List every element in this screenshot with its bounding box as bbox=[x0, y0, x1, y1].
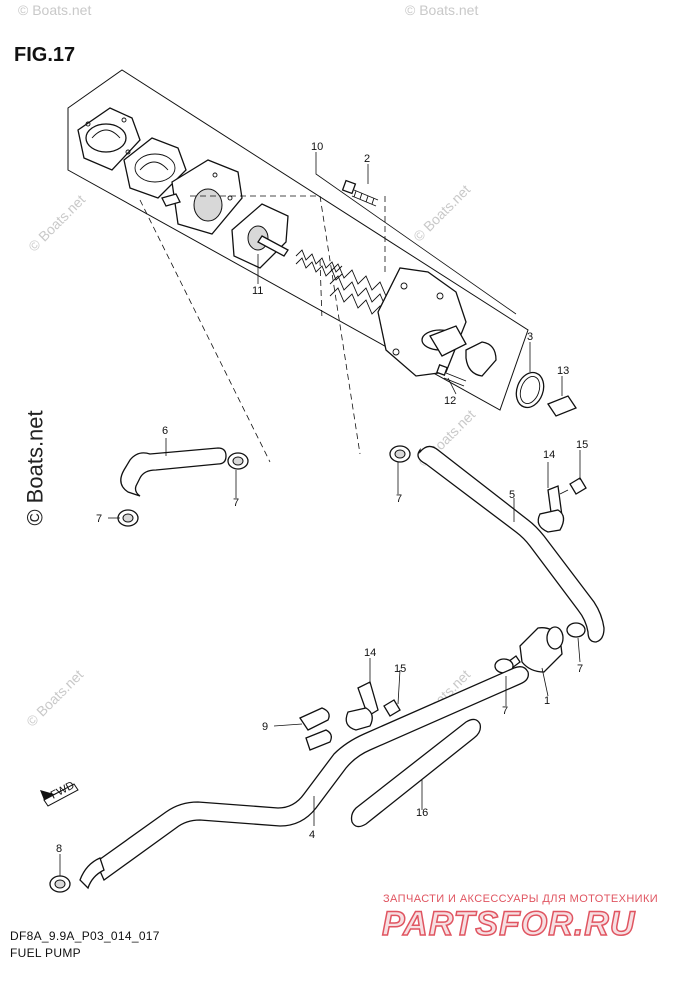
pump-body-part bbox=[161, 159, 243, 235]
callout-11: 11 bbox=[252, 285, 263, 297]
clamp-part-7b bbox=[117, 509, 139, 527]
pump-assembly-frame bbox=[67, 69, 529, 411]
small-spring-part bbox=[295, 249, 343, 281]
callout-7-d: 7 bbox=[577, 663, 583, 675]
callout-1: 1 bbox=[544, 695, 550, 707]
callout-14-a: 14 bbox=[543, 449, 555, 461]
valve-plate-part bbox=[231, 203, 289, 269]
watermark-top-right: © Boats.net bbox=[405, 2, 479, 18]
bolt-part-15b bbox=[383, 699, 401, 717]
callout-10: 10 bbox=[311, 141, 323, 153]
callout-7-a: 7 bbox=[233, 497, 239, 509]
clip-part-9 bbox=[299, 707, 332, 751]
hose-part-4 bbox=[95, 666, 529, 881]
figure-code: DF8A_9.9A_P03_014_017 bbox=[10, 929, 160, 943]
gasket-part bbox=[123, 137, 187, 199]
clamp-part-7d bbox=[566, 622, 586, 638]
figure-title: FIG.17 bbox=[14, 44, 76, 66]
callout-13: 13 bbox=[557, 365, 569, 377]
bolt-part-2 bbox=[341, 179, 379, 207]
callout-15-a: 15 bbox=[576, 439, 588, 451]
fuel-filter-part bbox=[507, 626, 564, 673]
forward-arrow-icon: FWD bbox=[40, 779, 79, 807]
callout-15-b: 15 bbox=[394, 663, 406, 675]
bracket-part-14a bbox=[537, 485, 565, 533]
callout-4: 4 bbox=[309, 829, 315, 841]
pin-part bbox=[547, 395, 577, 417]
callout-7-c: 7 bbox=[396, 493, 402, 505]
callout-7-b: 7 bbox=[96, 513, 102, 525]
callout-9: 9 bbox=[262, 721, 268, 733]
callout-5: 5 bbox=[509, 489, 515, 501]
hose-part-5 bbox=[417, 445, 605, 643]
callout-8: 8 bbox=[56, 843, 62, 855]
pump-cover-part bbox=[77, 107, 141, 171]
callout-3: 3 bbox=[527, 331, 533, 343]
o-ring-part bbox=[515, 371, 545, 409]
partsfor-subtitle: ЗАПЧАСТИ И АКСЕССУАРЫ ДЛЯ МОТОТЕХНИКИ bbox=[383, 893, 659, 905]
clamp-part-7c bbox=[389, 445, 411, 463]
clamp-part-7a bbox=[227, 452, 249, 470]
watermark-top-left: © Boats.net bbox=[18, 2, 92, 18]
callout-16: 16 bbox=[416, 807, 428, 819]
callout-6: 6 bbox=[162, 425, 168, 437]
callout-7-e: 7 bbox=[502, 705, 508, 717]
bolt-part-15a bbox=[559, 477, 587, 495]
pump-plunger-part bbox=[465, 341, 497, 377]
bolt-part-12 bbox=[436, 364, 467, 387]
bracket-part-14b bbox=[345, 681, 379, 731]
pump-housing-part bbox=[377, 267, 467, 377]
partsfor-logo: PARTSFOR.RU bbox=[381, 904, 636, 944]
callout-12: 12 bbox=[444, 395, 456, 407]
figure-name: FUEL PUMP bbox=[10, 946, 81, 960]
callout-14-b: 14 bbox=[364, 647, 376, 659]
hose-part-16 bbox=[350, 718, 482, 828]
callout-2: 2 bbox=[364, 153, 370, 165]
hose-part-6 bbox=[120, 447, 227, 497]
clamp-part-8 bbox=[49, 875, 71, 893]
